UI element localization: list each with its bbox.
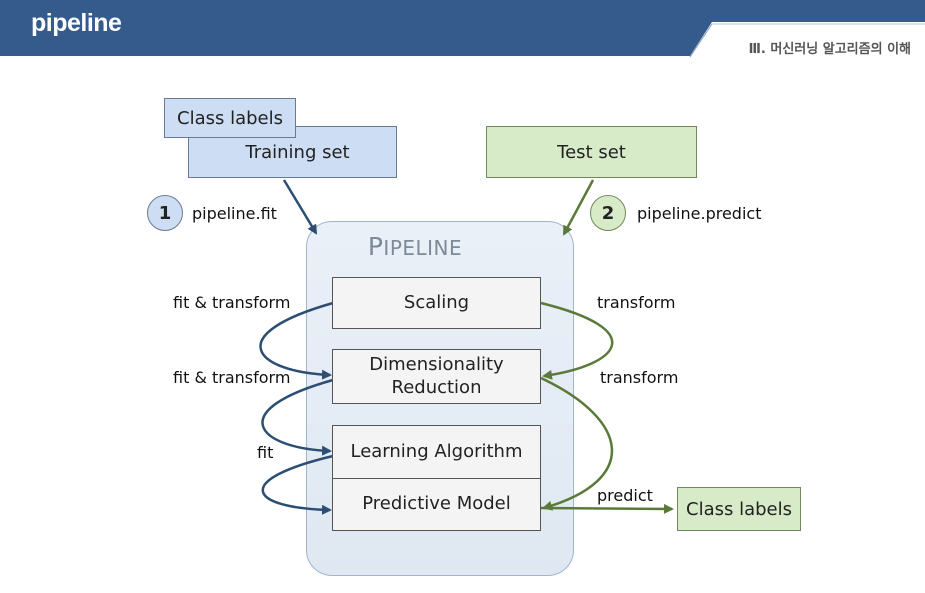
scaling-step: Scaling	[332, 277, 541, 329]
predict-method-label: pipeline.predict	[637, 204, 762, 223]
transform-label-2: transform	[600, 368, 679, 387]
transform-arrow-2	[540, 376, 614, 511]
training-class-labels-box: Class labels	[164, 98, 296, 138]
step-2-badge: 2	[590, 195, 626, 231]
transform-arrow-1	[540, 301, 614, 380]
fit-label: fit	[257, 443, 274, 462]
page-title: pipeline	[31, 9, 122, 37]
step-1-badge: 1	[147, 195, 183, 231]
pipeline-title: PIPELINE	[306, 232, 524, 261]
transform-label-1: transform	[597, 293, 676, 312]
fit-transform-arrow-2	[261, 378, 334, 456]
fit-transform-arrow-1	[259, 301, 334, 380]
predict-label: predict	[597, 486, 653, 505]
pipeline-title-rest: IPELINE	[383, 236, 463, 260]
predict-output-arrow	[540, 503, 674, 514]
learning-algorithm-step: Learning Algorithm	[332, 425, 541, 479]
section-subtitle: Ⅲ. 머신러닝 알고리즘의 이해	[748, 42, 911, 57]
output-class-labels-box: Class labels	[677, 487, 801, 531]
pipeline-title-initial: P	[367, 232, 384, 261]
test-set-box: Test set	[486, 126, 697, 178]
fit-transform-label-1: fit & transform	[173, 293, 291, 312]
fit-arrow	[261, 454, 334, 515]
predict-entry-arrow	[562, 179, 595, 236]
fit-transform-label-2: fit & transform	[173, 368, 291, 387]
fit-entry-arrow	[282, 179, 318, 235]
header-bar: pipeline Ⅲ. 머신러닝 알고리즘의 이해	[0, 0, 925, 60]
dimensionality-reduction-step: Dimensionality Reduction	[332, 349, 541, 404]
predictive-model-step: Predictive Model	[332, 478, 541, 531]
header-band	[0, 0, 925, 58]
fit-method-label: pipeline.fit	[192, 204, 277, 223]
